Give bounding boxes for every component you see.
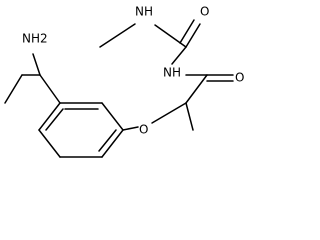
amide-nh-label: NH (163, 66, 181, 80)
bond-ring-ether-o (122, 126, 139, 131)
bond-nh-urea-c (171, 46, 187, 65)
bond-urea-c-nh (154, 24, 187, 48)
bond-ring-6 (38, 102, 61, 131)
bonds (4, 19, 234, 158)
bond-ether-o-ch (151, 102, 187, 124)
ether-oxygen-label: O (139, 123, 148, 137)
bond-ring-double-2 (98, 129, 117, 152)
bond-ring-2 (101, 102, 124, 131)
bond-ring-double-3 (45, 108, 64, 131)
bond-ch-nh2 (32, 53, 41, 76)
bond-ch3-ch2 (4, 74, 23, 104)
urea-oxygen-label: O (200, 5, 209, 19)
atom-labels: NH2 NH NH O O O (22, 5, 244, 137)
amide-oxygen-label: O (235, 71, 244, 85)
bond-ch-ring (39, 74, 61, 104)
urea-nh-label: NH (135, 5, 153, 19)
bond-nh-methyl (99, 23, 136, 48)
bond-ring-5 (38, 129, 61, 158)
bond-ring-3 (101, 129, 124, 158)
bond-ch-carbonyl (185, 74, 208, 104)
bond-urea-c-o-2 (179, 19, 195, 44)
bond-ch-ch3 (185, 102, 194, 131)
amine-label: NH2 (22, 32, 48, 46)
bond-urea-c-o-1 (185, 23, 201, 48)
chemical-structure: NH2 NH NH O O O (4, 5, 244, 158)
